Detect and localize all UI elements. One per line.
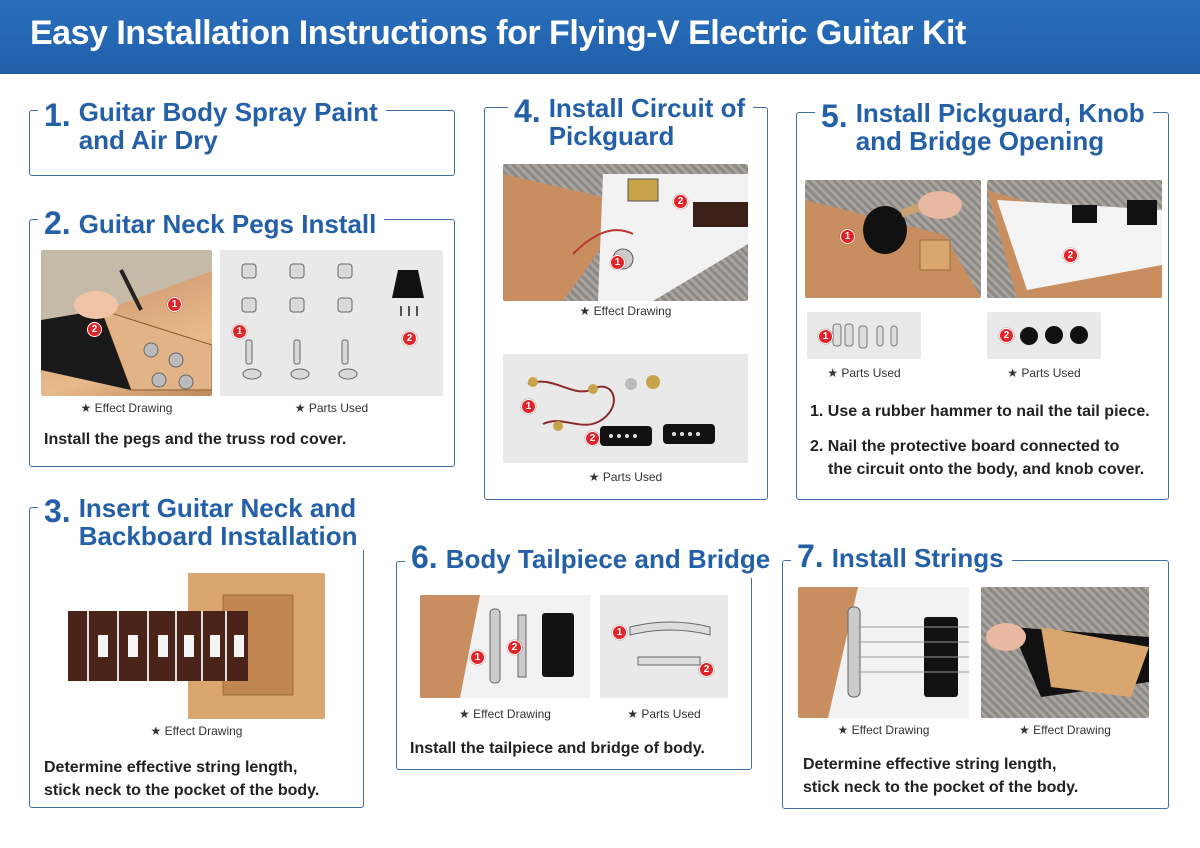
section-5-badge-1: 1 (840, 229, 855, 244)
section-7-description-line1: Determine effective string length, (803, 756, 1057, 773)
section-1-title-line1: Guitar Body Spray Paint (78, 97, 378, 127)
section-2-caption-1: ★ Effect Drawing (80, 401, 173, 415)
section-6-caption-2: ★ Parts Used (627, 707, 701, 721)
section-2-parts-badge-1: 1 (232, 324, 247, 339)
section-3-effect-photo (68, 573, 325, 719)
section-4-caption-1: ★ Effect Drawing (579, 304, 672, 318)
section-6-caption-1: ★ Effect Drawing (459, 707, 551, 721)
pickguard-drawing (987, 190, 1162, 298)
strings-body-drawing (828, 587, 969, 718)
section-2-badge-2: 2 (87, 322, 102, 337)
section-4-badge-1: 1 (610, 255, 625, 270)
section-2-badge-1: 1 (167, 297, 182, 312)
section-4-caption-2: ★ Parts Used (588, 470, 663, 484)
section-3-description-line2: stick neck to the pocket of the body. (44, 782, 320, 800)
bridge-parts-drawing (629, 621, 711, 666)
section-5-description-2-line2: the circuit onto the body, and knob cove… (828, 461, 1145, 479)
section-5-parts-badge-2: 2 (999, 328, 1014, 343)
section-2-effect-photo (41, 250, 212, 396)
tailpiece-bridge-drawing (420, 595, 590, 698)
section-5-caption-1: ★ Parts Used (827, 366, 901, 380)
section-2-title: 2. Guitar Neck Pegs Install (38, 205, 385, 242)
strings-headstock-drawing (986, 623, 1149, 697)
section-5 (796, 112, 1169, 500)
section-5-number: 5. (821, 98, 848, 134)
section-5-title-line2: and Bridge Opening (855, 126, 1105, 157)
section-2-title-text: Guitar Neck Pegs Install (78, 209, 377, 239)
title-banner: Easy Installation Instructions for Flyin… (0, 0, 1200, 74)
section-6-parts-badge-2: 2 (699, 662, 714, 677)
section-5-description-2: 2. Nail the protective board connected t… (810, 435, 1144, 481)
section-6-effect-photo (420, 595, 590, 698)
section-4-badge-2: 2 (673, 194, 688, 209)
section-5-caption-2: ★ Parts Used (1007, 366, 1081, 380)
wiring-parts-drawing (527, 375, 715, 446)
section-7-description-line2: stick neck to the pocket of the body. (803, 779, 1079, 797)
section-3-description-line1: Determine effective string length, (44, 759, 298, 776)
section-4-parts-badge-1: 1 (521, 399, 536, 414)
section-2-parts-photo (220, 250, 443, 396)
section-5-description-1: 1. Use a rubber hammer to nail the tail … (810, 403, 1150, 420)
section-4-title-line1: Install Circuit of (548, 93, 746, 123)
section-5-description-2-line1: 2. Nail the protective board connected t… (810, 438, 1120, 455)
hammer-drawing (805, 191, 981, 298)
section-5-effect-photo-1 (805, 180, 981, 298)
section-6-badge-1: 1 (470, 650, 485, 665)
section-6-parts-photo (600, 595, 728, 698)
section-7-title: 7. Install Strings (791, 539, 1012, 577)
section-5-parts-badge-1: 1 (818, 329, 833, 344)
section-3-caption-1: ★ Effect Drawing (150, 724, 243, 738)
section-7-description: Determine effective string length, stick… (803, 753, 1078, 799)
section-3-description: Determine effective string length, stick… (44, 756, 319, 802)
section-6-title: 6. Body Tailpiece and Bridge (405, 539, 779, 578)
section-3-title-line2: Backboard Installation (78, 521, 358, 552)
section-5-badge-2: 2 (1063, 248, 1078, 263)
section-6-title-text: Body Tailpiece and Bridge (445, 544, 771, 574)
section-7-effect-photo-2 (981, 587, 1149, 718)
neck-pocket-drawing (68, 573, 325, 719)
section-4-parts-badge-2: 2 (585, 431, 600, 446)
section-4-title-line2: Pickguard (548, 121, 675, 152)
knobs-drawing (1020, 326, 1088, 345)
section-2-number: 2. (44, 205, 71, 241)
section-7-number: 7. (797, 538, 824, 574)
section-6-description: Install the tailpiece and bridge of body… (410, 740, 705, 757)
tuning-pegs-drawing (241, 263, 424, 380)
section-7-caption-2: ★ Effect Drawing (1019, 723, 1111, 737)
section-7-effect-photo-1 (798, 587, 969, 718)
section-4-effect-photo (503, 164, 748, 301)
section-6-parts-badge-1: 1 (612, 625, 627, 640)
section-6-badge-2: 2 (507, 640, 522, 655)
section-5-title-line1: Install Pickguard, Knob (855, 98, 1145, 128)
tailpiece-studs-drawing (832, 323, 898, 349)
circuit-drawing (503, 174, 748, 301)
headstock-drawing (41, 269, 212, 391)
section-3-number: 3. (44, 493, 71, 529)
page-title: Easy Installation Instructions for Flyin… (30, 14, 966, 52)
section-4-parts-photo (503, 354, 748, 463)
section-2-caption-2: ★ Parts Used (294, 401, 369, 415)
section-1-title-line2: and Air Dry (78, 125, 218, 156)
section-1-number: 1. (44, 97, 71, 133)
section-5-effect-photo-2 (987, 180, 1162, 298)
section-2-description: Install the pegs and the truss rod cover… (44, 431, 347, 448)
section-7-title-text: Install Strings (831, 543, 1004, 573)
section-7-caption-1: ★ Effect Drawing (837, 723, 930, 737)
section-4-number: 4. (514, 93, 541, 129)
section-6-number: 6. (411, 539, 438, 575)
section-3-title-line1: Insert Guitar Neck and (78, 493, 357, 523)
section-2-parts-badge-2: 2 (402, 331, 417, 346)
